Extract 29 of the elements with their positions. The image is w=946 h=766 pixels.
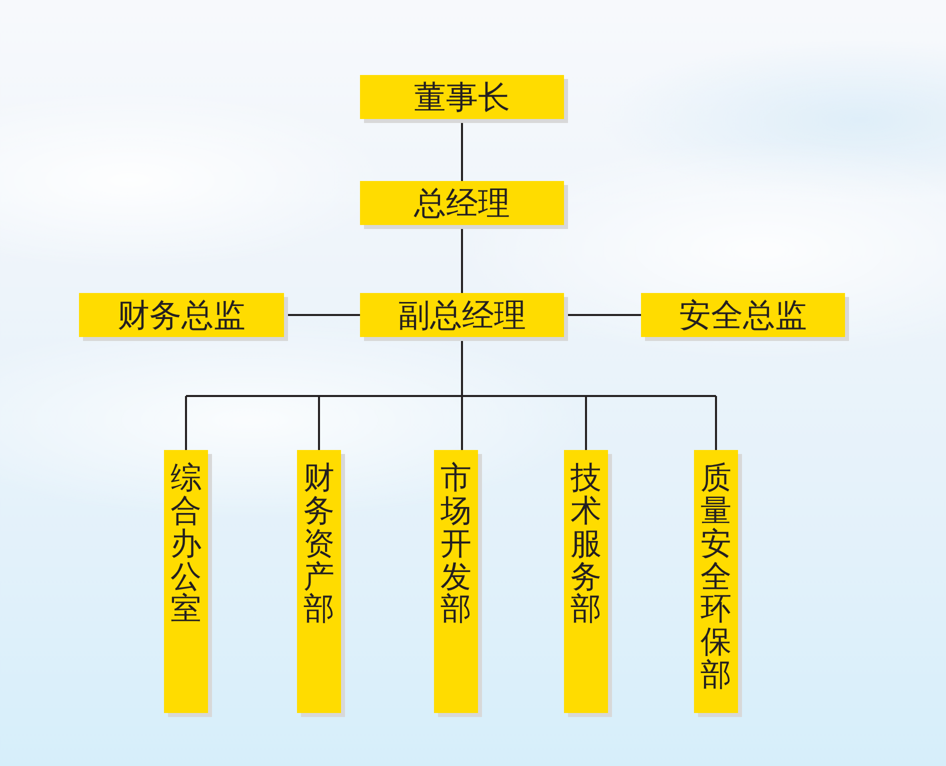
connector-line bbox=[586, 395, 716, 397]
connector-line bbox=[461, 396, 463, 450]
connector-line bbox=[185, 396, 187, 450]
department-name: 技术服务部 bbox=[570, 462, 602, 626]
department-name: 质量安全环保部 bbox=[700, 462, 732, 692]
department-name: 财务资产部 bbox=[304, 462, 334, 626]
position-box bbox=[360, 181, 564, 225]
position-title: 副总经理 bbox=[398, 299, 526, 331]
department-name: 市场开发部 bbox=[440, 462, 472, 626]
connector-line bbox=[186, 395, 319, 397]
department-box bbox=[694, 450, 738, 713]
connector-line bbox=[715, 396, 717, 450]
department-box bbox=[564, 450, 608, 713]
position-title: 安全总监 bbox=[679, 299, 807, 331]
connector-line bbox=[319, 395, 462, 397]
department-box bbox=[434, 450, 478, 713]
position-title: 总经理 bbox=[414, 187, 510, 219]
department-box bbox=[164, 450, 208, 713]
department-box bbox=[297, 450, 341, 713]
position-box bbox=[79, 293, 284, 337]
position-box bbox=[360, 75, 564, 119]
connector-line bbox=[585, 396, 587, 450]
position-box bbox=[641, 293, 845, 337]
connector-line bbox=[462, 395, 586, 397]
position-box bbox=[360, 293, 564, 337]
connector-line bbox=[318, 396, 320, 450]
department-name: 综合办公室 bbox=[170, 462, 202, 626]
position-title: 董事长 bbox=[414, 81, 510, 113]
position-title: 财务总监 bbox=[118, 299, 246, 331]
